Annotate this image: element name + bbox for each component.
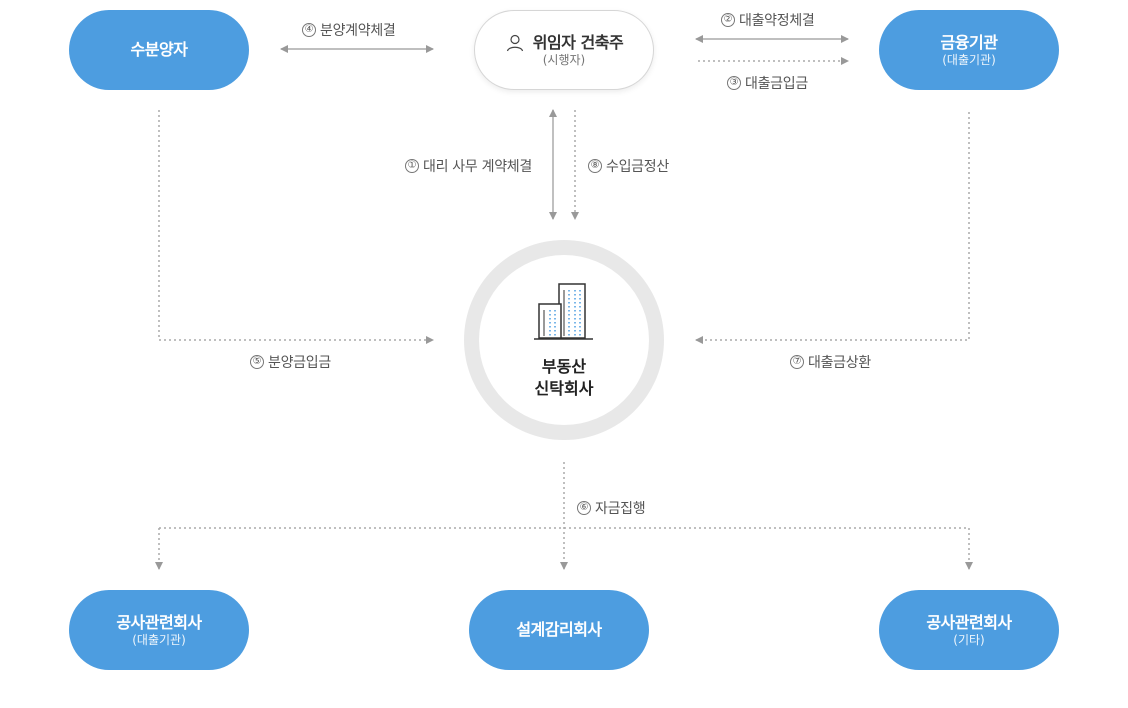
node-construction-loan-subtitle: (대출기관) [132, 632, 186, 647]
node-finance-title: 금융기관 [940, 32, 998, 52]
edge-text: 분양금입금 [268, 355, 331, 371]
edge-text: 대출금입금 [745, 76, 808, 92]
edge-label-loan-deposit: ③ 대출금입금 [727, 73, 808, 93]
edge-label-loan-agreement: ② 대출약정체결 [721, 10, 815, 30]
person-icon [506, 34, 523, 51]
node-buyer: 수분양자 [69, 10, 249, 90]
node-construction-loan-title: 공사관련회사 [116, 612, 202, 632]
edge-sale-payment [158, 110, 434, 344]
edge-text: 대출약정체결 [739, 13, 815, 29]
edge-text: 대리 사무 계약체결 [423, 159, 532, 175]
node-trustor: 위임자 건축주 (시행자) [474, 10, 654, 90]
edge-text: 수입금정산 [606, 159, 669, 175]
edge-number: ⑥ [577, 501, 591, 515]
edge-number: ③ [727, 76, 741, 90]
edge-loan-repayment [695, 112, 970, 344]
edge-label-agency-contract: ① 대리 사무 계약체결 [405, 156, 532, 176]
edge-label-sale-payment: ⑤ 분양금입금 [250, 352, 331, 372]
node-buyer-title: 수분양자 [130, 40, 188, 59]
edge-text: 대출금상환 [808, 355, 871, 371]
node-trust: 부동산 신탁회사 [464, 240, 664, 440]
edge-number: ① [405, 159, 419, 173]
node-construction-other: 공사관련회사 (기타) [879, 590, 1059, 670]
edge-number: ⑦ [790, 355, 804, 369]
edge-label-fund-execution: ⑥ 자금집행 [577, 498, 646, 518]
node-design: 설계감리회사 [469, 590, 649, 670]
node-construction-loan: 공사관련회사 (대출기관) [69, 590, 249, 670]
edge-number: ④ [302, 23, 316, 37]
node-trustor-title-row: 위임자 건축주 [505, 32, 624, 53]
node-trust-title-2: 신탁회사 [534, 379, 594, 398]
node-construction-other-subtitle: (기타) [953, 632, 985, 647]
edge-number: ⑤ [250, 355, 264, 369]
edge-number: ② [721, 13, 735, 27]
node-finance: 금융기관 (대출기관) [879, 10, 1059, 90]
node-trust-title-1: 부동산 [541, 357, 587, 376]
edge-label-sale-contract: ④ 분양계약체결 [302, 20, 396, 40]
edge-text: 자금집행 [595, 501, 646, 517]
node-design-title: 설계감리회사 [516, 620, 602, 639]
node-construction-other-title: 공사관련회사 [926, 612, 1012, 632]
node-trustor-subtitle: (시행자) [542, 52, 586, 67]
edge-text: 분양계약체결 [320, 23, 396, 39]
edge-label-settlement: ⑧ 수입금정산 [588, 156, 669, 176]
node-trust-inner: 부동산 신탁회사 [479, 255, 649, 425]
node-finance-subtitle: (대출기관) [942, 52, 996, 67]
node-trustor-title: 위임자 건축주 [532, 32, 624, 52]
edge-label-loan-repayment: ⑦ 대출금상환 [790, 352, 871, 372]
building-icon [534, 283, 593, 340]
edge-number: ⑧ [588, 159, 602, 173]
